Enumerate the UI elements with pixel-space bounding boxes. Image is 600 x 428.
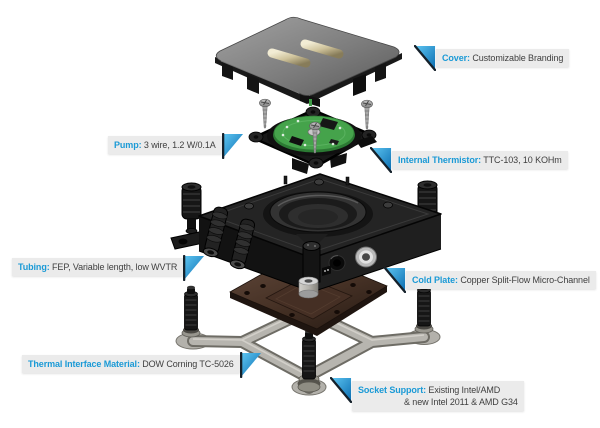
callout-box: Socket Support: Existing Intel/AMD & new…: [352, 381, 524, 411]
bracket-stud: [297, 329, 321, 393]
callout-pointer-icon: [239, 352, 261, 378]
callout-pointer-icon: [221, 133, 243, 159]
callout-thermal-interface-material: Thermal Interface Material: DOW Corning …: [22, 351, 262, 378]
callout-desc: DOW Corning TC-5026: [142, 359, 234, 369]
callout-pointer-icon: [330, 377, 352, 403]
callout-title: Tubing:: [18, 262, 50, 272]
callout-socket-support: Socket Support: Existing Intel/AMD & new…: [330, 377, 524, 411]
pump-part: [248, 106, 377, 174]
outlet-cylinder: [298, 276, 319, 299]
callout-pointer-icon: [370, 147, 392, 173]
callout-desc: FEP, Variable length, low WVTR: [52, 262, 178, 272]
callout-line2: & new Intel 2011 & AMD G34: [404, 397, 518, 407]
callout-pointer-icon: [384, 267, 406, 293]
callout-title: Pump:: [114, 140, 142, 150]
callout-title: Cover:: [442, 53, 470, 63]
callout-pointer-icon: [183, 255, 205, 281]
thumbscrew: [181, 182, 202, 234]
callout-line1: Socket Support: Existing Intel/AMD: [358, 384, 518, 396]
housing-part: [170, 173, 442, 299]
cover-logo: [267, 39, 344, 68]
callout-box: Thermal Interface Material: DOW Corning …: [22, 355, 240, 373]
tubing-barb: [229, 218, 256, 270]
bracket-stud: [181, 285, 201, 338]
callout-desc: TTC-103, 10 KOHm: [483, 155, 562, 165]
callout-tubing: Tubing: FEP, Variable length, low WVTR: [12, 254, 205, 281]
callout-title: Thermal Interface Material:: [28, 359, 140, 369]
callout-title: Internal Thermistor:: [398, 155, 482, 165]
callout-cold-plate: Cold Plate: Copper Split-Flow Micro-Chan…: [384, 267, 596, 293]
callout-cover: Cover: Customizable Branding: [414, 45, 570, 71]
callout-box: Cover: Customizable Branding: [436, 49, 570, 67]
callout-title: Socket Support:: [358, 385, 427, 395]
callout-box: Tubing: FEP, Variable length, low WVTR: [12, 258, 184, 276]
callout-box: Pump: 3 wire, 1.2 W/0.1A: [108, 136, 222, 154]
callout-box: Cold Plate: Copper Split-Flow Micro-Chan…: [406, 271, 596, 289]
screws: [259, 98, 373, 154]
callout-desc: 3 wire, 1.2 W/0.1A: [143, 140, 216, 150]
screw: [309, 121, 321, 154]
tubing-barb: [202, 206, 229, 258]
callout-title: Cold Plate:: [412, 275, 458, 285]
callout-desc: Copper Split-Flow Micro-Channel: [460, 275, 590, 285]
callout-pointer-icon: [414, 45, 436, 71]
callout-pump: Pump: 3 wire, 1.2 W/0.1A: [108, 132, 244, 159]
cover-part: [215, 16, 402, 107]
callout-box: Internal Thermistor: TTC-103, 10 KOHm: [392, 151, 568, 169]
callout-desc: Existing Intel/AMD: [428, 385, 501, 395]
screw: [361, 99, 373, 130]
callout-desc: Customizable Branding: [472, 53, 564, 63]
screw: [259, 98, 271, 129]
callout-internal-thermistor: Internal Thermistor: TTC-103, 10 KOHm: [370, 147, 568, 173]
